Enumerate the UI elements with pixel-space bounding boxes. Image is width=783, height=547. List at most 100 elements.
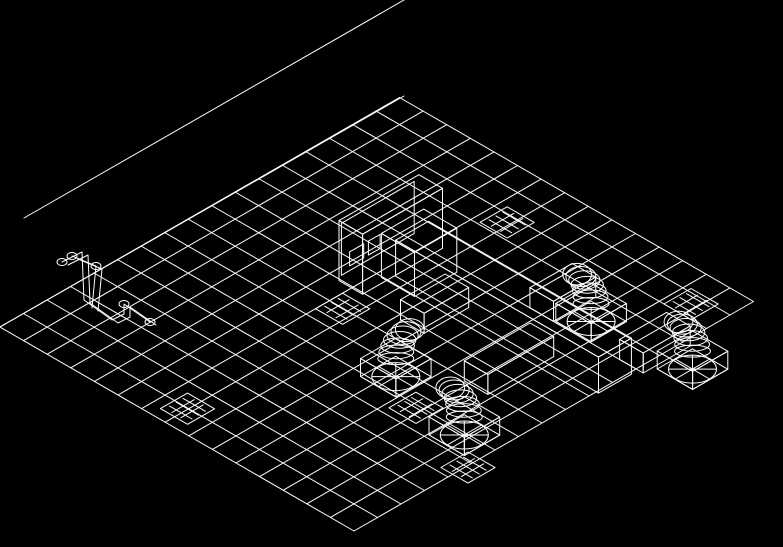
grid-line	[23, 313, 378, 518]
diffuser-vane	[675, 368, 693, 380]
ahu-cabinet[interactable]	[338, 174, 443, 295]
wall-lines	[0, 0, 405, 328]
flex-elbow-ring	[394, 318, 425, 341]
supply-fan-unit[interactable]	[428, 376, 501, 456]
ahu-panel	[340, 180, 415, 276]
grid-line	[46, 124, 448, 355]
grille-frame	[159, 392, 216, 425]
grid-line	[282, 260, 684, 491]
grille-frame	[315, 292, 371, 325]
flex-elbow-ring	[568, 270, 601, 290]
flex-elbow-ring	[441, 383, 474, 404]
branch-duct-end	[423, 287, 470, 334]
diffuser-vane	[395, 366, 414, 378]
grille-slat	[326, 299, 350, 314]
flex-elbow-ring	[673, 330, 709, 347]
ceiling-grille[interactable]	[159, 392, 216, 425]
grille-slat	[180, 404, 204, 419]
pipe-run	[77, 258, 103, 312]
supply-fan-unit[interactable]	[555, 262, 627, 343]
ceiling-grid	[0, 97, 754, 532]
supply-fan-unit[interactable]	[360, 318, 432, 398]
grille-slat	[169, 405, 193, 420]
grid-line	[399, 97, 754, 302]
grille-slat	[684, 299, 708, 314]
diffuser-vane	[463, 424, 482, 436]
flex-elbow-ring	[666, 313, 698, 335]
grille-slat	[171, 399, 195, 413]
grille-slat	[674, 294, 699, 309]
grid-line	[0, 326, 355, 532]
grille-slat	[449, 464, 473, 479]
grid-line	[352, 124, 707, 329]
ceiling-grille[interactable]	[388, 391, 444, 424]
pipe-end-cap	[90, 262, 102, 270]
branch-duct[interactable]	[400, 273, 470, 334]
trunk-transition[interactable]	[380, 208, 458, 297]
diffuser-vane	[395, 376, 414, 387]
grille-slat	[411, 397, 435, 411]
flex-elbow-ring	[572, 282, 607, 299]
pipe-run	[61, 251, 151, 323]
branch-duct[interactable]	[619, 311, 691, 374]
air-handling-unit[interactable]	[338, 174, 443, 295]
supply-fan-unit[interactable]	[656, 310, 729, 390]
main-trunk-duct[interactable]	[395, 220, 632, 394]
grid-line	[187, 218, 543, 424]
trunk-transition-end	[414, 227, 458, 297]
grid-line	[117, 165, 518, 396]
diffuser-vane	[573, 311, 592, 322]
pipe-end-cap	[144, 318, 156, 326]
ceiling-grilles	[159, 206, 719, 484]
grille-slat	[495, 215, 519, 230]
flex-elbow-ring	[446, 403, 482, 418]
main-trunk-duct-end	[598, 337, 632, 394]
branch-duct-end	[642, 325, 691, 374]
grille-slat	[460, 463, 485, 478]
grille-slat	[679, 297, 703, 311]
grid-line	[305, 151, 660, 356]
flex-elbow-ring	[669, 318, 702, 338]
branch-duct-end	[487, 336, 555, 395]
ahu-control-box	[349, 243, 365, 267]
diffuser-vane	[675, 358, 693, 370]
branch-duct[interactable]	[463, 322, 555, 395]
diffuser-vane	[573, 321, 592, 332]
grille-slat	[490, 212, 515, 227]
flex-elbow-ring	[435, 376, 466, 400]
flex-elbow-ring	[663, 310, 694, 334]
flex-elbow-ring	[390, 321, 422, 343]
flex-elbow-ring	[438, 379, 470, 401]
grille-slat	[502, 211, 526, 226]
ceiling-grille[interactable]	[315, 292, 371, 325]
diffuser-vane	[590, 321, 609, 332]
grille-slat	[404, 400, 428, 415]
grid-line	[93, 151, 495, 382]
grid-line	[0, 97, 400, 328]
grille-slat	[488, 219, 513, 234]
grid-line	[117, 259, 472, 464]
grille-slat	[399, 398, 424, 413]
grid-line	[93, 272, 449, 478]
diffuser-vane	[692, 358, 710, 370]
flex-elbow-ring	[572, 289, 609, 305]
grid-line	[46, 299, 402, 505]
ceiling-grille[interactable]	[440, 451, 496, 484]
grille-slat	[182, 397, 206, 412]
grid-line	[140, 245, 496, 451]
grille-frame	[479, 206, 535, 239]
diffuser-vane	[692, 368, 710, 380]
grid-line	[211, 205, 566, 410]
supply-fan-units	[360, 262, 729, 456]
grid-line	[164, 192, 566, 423]
grid-line	[375, 110, 731, 316]
grid-line	[328, 137, 684, 343]
pipe-end-cap	[66, 252, 78, 260]
ahu-cabinet-end	[362, 187, 443, 295]
grille-slat	[686, 293, 710, 308]
refrigerant-piping[interactable]	[56, 251, 157, 326]
ceiling-grille[interactable]	[479, 206, 535, 239]
ahu-control-box	[367, 233, 381, 256]
grid-line	[234, 191, 590, 397]
